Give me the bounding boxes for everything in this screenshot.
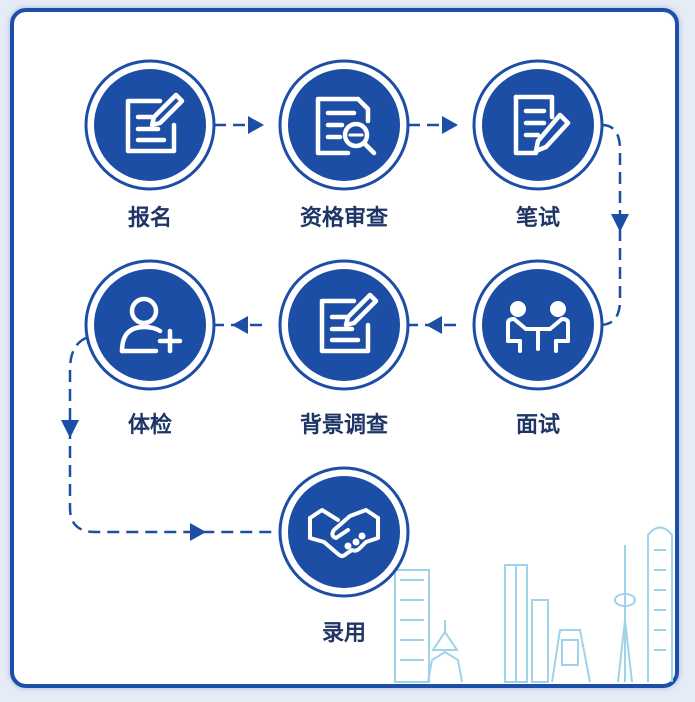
step-label: 笔试 [516, 205, 560, 231]
flow-arrowheads [61, 116, 629, 541]
step-label: 录用 [322, 621, 366, 646]
connector-3-4 [599, 123, 622, 327]
document-search-icon [315, 96, 377, 156]
step-node [472, 59, 604, 191]
edit-form-icon [319, 292, 379, 354]
step-label: 面试 [516, 413, 560, 438]
arrowhead-right-icon [190, 523, 206, 541]
step-node [84, 59, 216, 191]
step-node [278, 59, 410, 191]
step-label: 资格审查 [300, 205, 388, 231]
arrowhead-right-icon [442, 116, 458, 134]
step-node [84, 259, 216, 391]
step-node [278, 259, 410, 391]
edit-form-icon [125, 92, 185, 154]
step-label: 报名 [128, 205, 172, 231]
arrowhead-right-icon [248, 116, 264, 134]
handshake-icon [308, 508, 380, 558]
arrowhead-down-icon [611, 214, 629, 232]
document-pen-icon [513, 94, 571, 156]
skyline-decoration [394, 526, 673, 683]
arrowhead-down-icon [61, 420, 79, 438]
arrowhead-left-icon [426, 316, 442, 334]
connector-6-7 [68, 336, 278, 534]
step-label: 背景调查 [300, 413, 388, 438]
step-node [472, 259, 604, 391]
step-label: 体检 [128, 412, 172, 438]
add-user-icon [119, 296, 183, 354]
step-node [278, 466, 410, 598]
arrowhead-left-icon [232, 316, 248, 334]
interview-table-icon [506, 301, 570, 353]
